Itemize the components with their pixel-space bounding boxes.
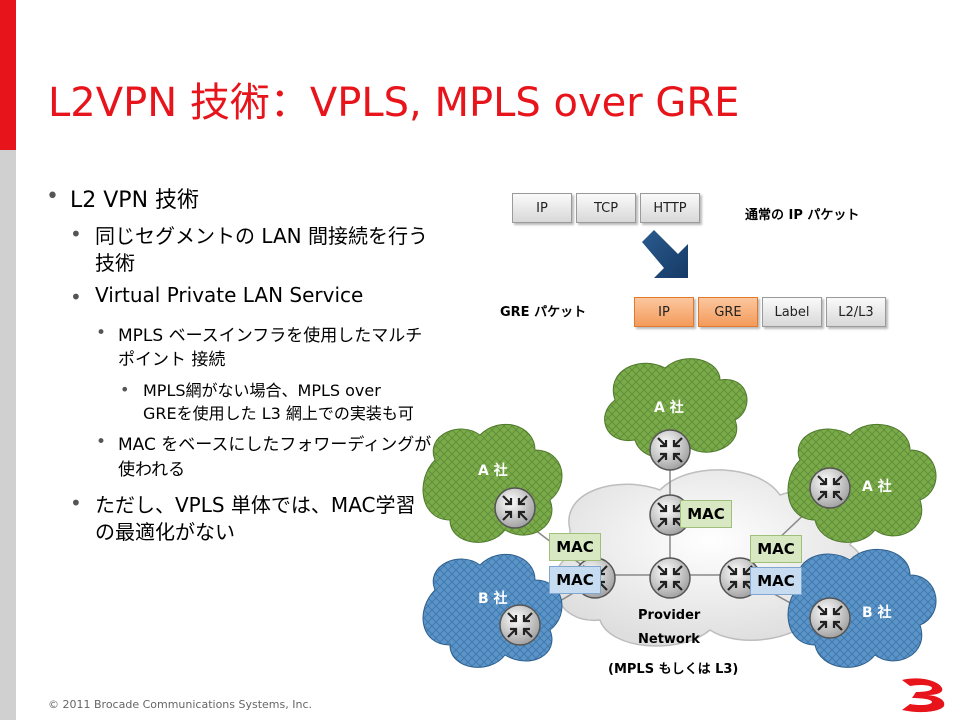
cloud-a-right	[787, 423, 937, 543]
cloud-b-right-label: B 社	[862, 605, 892, 621]
side-bar	[0, 150, 16, 720]
gre-packet-label: GRE パケット	[500, 305, 587, 320]
packet-ip: IP	[512, 193, 572, 223]
bullet-mac-line1: MAC をベースにしたフォワーディングが	[118, 435, 432, 455]
bullet-dot: •	[70, 285, 82, 309]
router-a-right	[808, 466, 852, 510]
bullet-optimization-line1: ただし、VPLS 単体では、MAC学習	[95, 493, 416, 517]
network-diagram	[422, 358, 937, 668]
normal-packet-label: 通常の IP パケット	[745, 208, 860, 223]
provider-label-line1: Provider	[638, 608, 701, 623]
router-a-left	[493, 486, 537, 530]
mac-table-right-a: MAC	[750, 535, 802, 563]
slide-title: L2VPN 技術：VPLS, MPLS over GRE	[48, 80, 740, 126]
copyright: © 2011 Brocade Communications Systems, I…	[48, 698, 313, 711]
bullet-dot: •	[96, 432, 107, 452]
bullet-segment-line1: 同じセグメントの LAN 間接続を行う	[95, 224, 428, 248]
provider-label-line2: Network	[638, 632, 700, 647]
mac-table-left-a: MAC	[549, 533, 601, 561]
bullet-gre-line2: GREを使用した L3 網上での実装も可	[143, 404, 414, 423]
bullet-mpls-line2: ポイント 接続	[118, 350, 226, 370]
packet-http: HTTP	[640, 193, 700, 223]
bullet-gre-line1: MPLS網がない場合、MPLS over	[143, 381, 381, 400]
bullet-l2vpn: L2 VPN 技術	[70, 188, 200, 213]
mac-table-right-b: MAC	[750, 567, 802, 595]
provider-label-line3: (MPLS もしくは L3)	[608, 662, 739, 677]
bullet-dot: •	[70, 491, 82, 515]
bullet-dot: •	[46, 184, 59, 209]
gre-packet-ip: IP	[634, 297, 694, 327]
bullet-dot: •	[96, 323, 107, 343]
router-b-right	[808, 596, 852, 640]
cloud-b-left-label: B 社	[478, 591, 508, 607]
gre-packet-label-field: Label	[762, 297, 822, 327]
bullet-segment-line2: 技術	[95, 251, 135, 275]
bullet-dot: •	[70, 222, 82, 246]
bullet-mpls-line1: MPLS ベースインフラを使用したマルチ	[118, 326, 423, 346]
brocade-logo-icon	[902, 678, 945, 713]
bullet-dot: •	[120, 380, 130, 399]
arrow-down-right-icon	[642, 230, 688, 278]
cloud-a-top	[604, 358, 748, 459]
bullet-optimization-line2: の最適化がない	[95, 520, 235, 544]
gre-packet-l2l3: L2/L3	[826, 297, 886, 327]
bullet-mac-line2: 使われる	[118, 460, 186, 480]
mac-table-left-b: MAC	[549, 566, 601, 594]
packet-tcp: TCP	[576, 193, 636, 223]
cloud-a-top-label: A 社	[654, 400, 684, 416]
gre-packet-gre: GRE	[698, 297, 758, 327]
accent-bar	[0, 0, 16, 150]
mac-table-provider: MAC	[680, 500, 732, 528]
router-a-top	[648, 428, 692, 472]
router-provider-center	[648, 556, 692, 600]
cloud-a-left-label: A 社	[478, 463, 508, 479]
cloud-a-left	[422, 423, 563, 543]
cloud-a-right-label: A 社	[862, 479, 892, 495]
bullet-vpls: Virtual Private LAN Service	[95, 283, 364, 307]
cloud-b-left	[422, 553, 563, 668]
router-b-left	[498, 603, 542, 647]
